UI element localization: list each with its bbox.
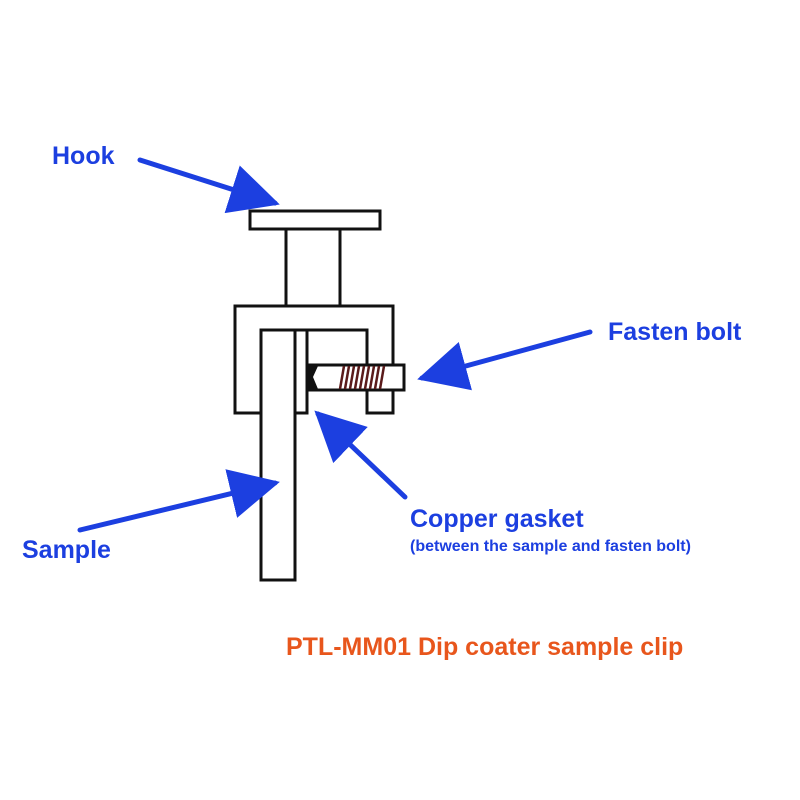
sample-plate (259, 328, 297, 582)
hook-label: Hook (52, 142, 115, 170)
hook-plate (248, 209, 382, 231)
bolt-tip (308, 366, 318, 389)
hook-arrow (137, 157, 280, 214)
hook-stem (284, 227, 342, 308)
fasten-bolt-arrow (417, 329, 593, 391)
sample-arrow (77, 469, 280, 533)
clip-body (233, 304, 395, 415)
copper-gasket-note: (between the sample and fasten bolt) (410, 538, 691, 555)
copper-gasket-arrow (314, 410, 408, 500)
fasten-bolt-label: Fasten bolt (608, 318, 742, 346)
diagram-title: PTL-MM01 Dip coater sample clip (286, 633, 684, 661)
sample-label: Sample (22, 536, 111, 564)
copper-gasket (293, 328, 309, 415)
copper-gasket-label: Copper gasket (410, 505, 584, 533)
bolt-threads (338, 365, 386, 390)
